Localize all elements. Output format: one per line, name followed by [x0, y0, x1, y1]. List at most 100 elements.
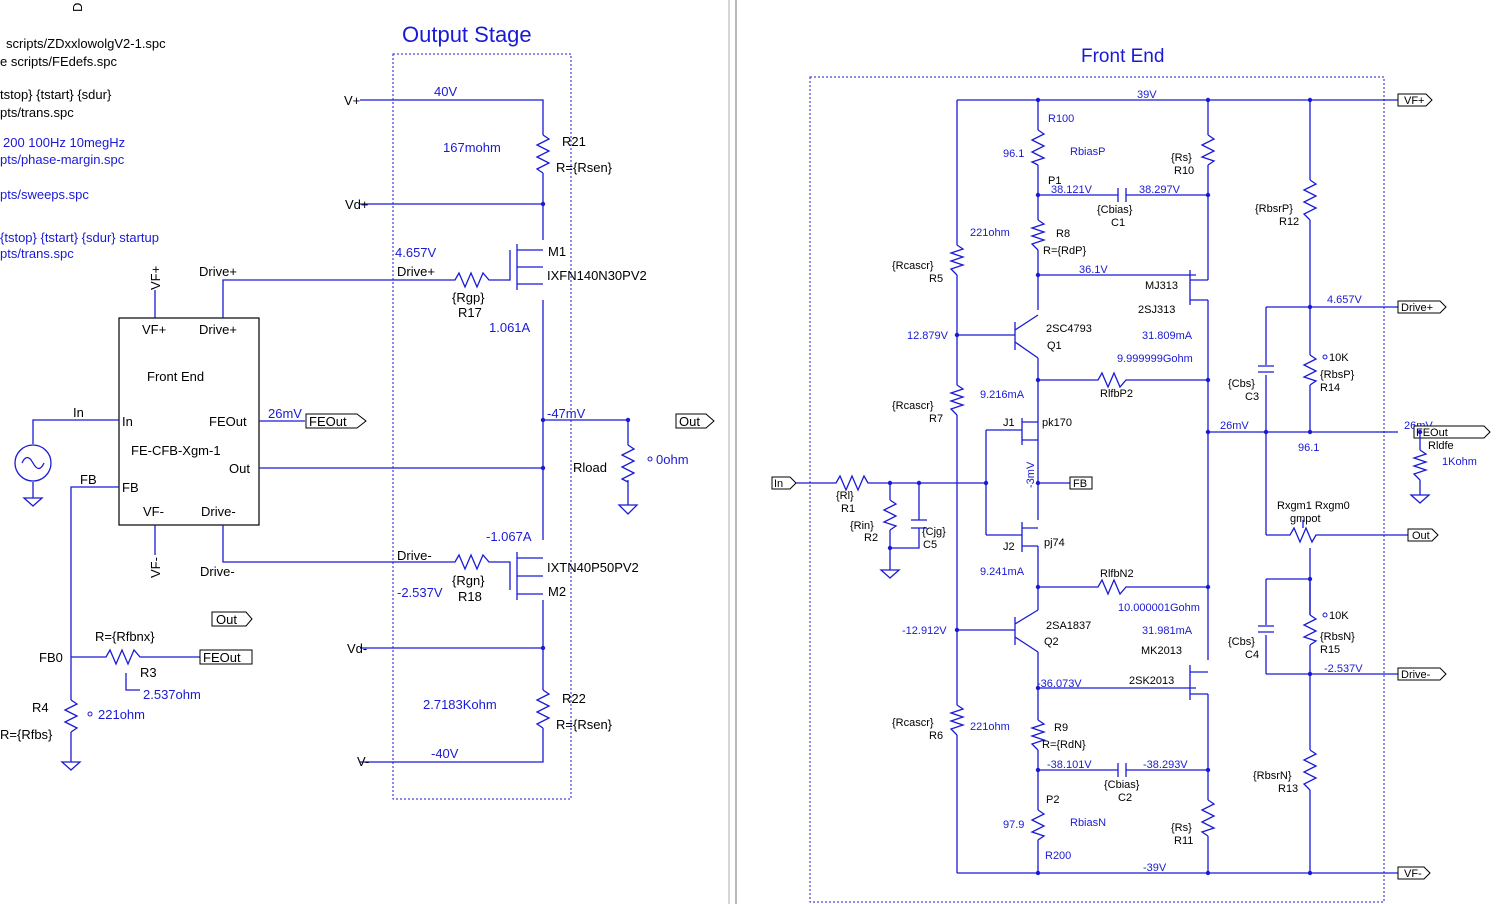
- c5-ref: C5: [923, 539, 937, 551]
- feout-voltage: 26mV: [268, 406, 302, 421]
- in-flag[interactable]: [771, 476, 797, 490]
- signal-source[interactable]: [14, 444, 52, 482]
- i31981-label: 31.981mA: [1142, 625, 1193, 637]
- drivep-flag-label: Drive+: [1401, 302, 1433, 314]
- sk2013-label: 2SK2013: [1129, 675, 1174, 687]
- v36073-label: -36.073V: [1037, 678, 1082, 690]
- cbs3: {Cbs}: [1228, 378, 1255, 390]
- r21-resistance: 167mohm: [443, 140, 501, 155]
- c4: C4: [1245, 649, 1259, 661]
- feout-flag-right-label: FEOut: [1416, 427, 1448, 439]
- gmpot-label: gmpot: [1290, 513, 1321, 525]
- out-flag-left[interactable]: [211, 611, 253, 627]
- r9-ref: R9: [1054, 722, 1068, 734]
- out-flag-right-label: Out: [1412, 530, 1430, 542]
- m1-ref: M1: [548, 244, 566, 259]
- q2-ref: Q2: [1044, 636, 1059, 648]
- rldfe-resistance: 1Kohm: [1442, 456, 1477, 468]
- out-flag-label: Out: [679, 414, 700, 429]
- vp-label: V+: [344, 93, 360, 108]
- r9-resistance: 221ohm: [970, 721, 1010, 733]
- rcascr7: {Rcascr}: [892, 400, 934, 412]
- driven-net-label: Drive-: [200, 564, 235, 579]
- directive-2: e scripts/FEdefs.spc: [0, 54, 118, 69]
- r18-ref: R18: [458, 589, 482, 604]
- j1-ref: J1: [1003, 417, 1015, 429]
- m2-drive-label: Drive-: [397, 548, 432, 563]
- right-pane: Front End 39V VF+ -39V VF- {Rcascr} R5 {…: [771, 46, 1491, 903]
- rlfbn2-label: RlfbN2: [1100, 568, 1134, 580]
- directive-9: pts/trans.spc: [0, 246, 74, 261]
- m2-gate-voltage: -2.537V: [397, 585, 443, 600]
- directive-6: pts/phase-margin.spc: [0, 152, 125, 167]
- p2-value: 97.9: [1003, 819, 1024, 831]
- r1-value: {Rl}: [836, 490, 854, 502]
- vfn-rail-label: VF-: [148, 557, 163, 578]
- vm40-label: -40V: [431, 746, 459, 761]
- vfp-flag-label: VF+: [1404, 95, 1424, 107]
- pin-vfp: VF+: [142, 322, 166, 337]
- r8-value: R={RdP}: [1043, 245, 1086, 257]
- q1-ref: Q1: [1047, 340, 1062, 352]
- r21-value: R={Rsen}: [556, 160, 613, 175]
- v38293-label: -38.293V: [1143, 759, 1188, 771]
- pane-divider[interactable]: [728, 0, 730, 904]
- r3-resistance: 2.537ohm: [143, 687, 201, 702]
- feout-flag[interactable]: [305, 413, 367, 429]
- left-pane: scripts/ZDxxlowolgV2-1.spc e scripts/FEd…: [0, 3, 715, 800]
- m2-ref: M2: [548, 584, 566, 599]
- r14-resistance: 10K: [1329, 352, 1349, 364]
- mk2013-label: MK2013: [1141, 645, 1182, 657]
- r15-resistance: 10K: [1329, 610, 1349, 622]
- out-flag[interactable]: [675, 413, 715, 429]
- pin-fb: FB: [122, 480, 139, 495]
- rs11: {Rs}: [1171, 822, 1192, 834]
- vfn-flag-label: VF-: [1404, 868, 1422, 880]
- r15: R15: [1320, 644, 1340, 656]
- fb-flag[interactable]: [1069, 476, 1093, 490]
- r11: R11: [1174, 835, 1193, 847]
- feout-flag-right[interactable]: [1413, 425, 1491, 439]
- r22-resistance: 2.7183Kohm: [423, 697, 497, 712]
- clipped-directive-mark: D: [70, 3, 85, 12]
- rs10: {Rs}: [1171, 152, 1192, 164]
- directive-8: {tstop} {tstart} {sdur} startup: [0, 230, 159, 245]
- v38101-label: -38.101V: [1047, 759, 1092, 771]
- m2-current: -1.067A: [486, 529, 532, 544]
- directive-5: 200 100Hz 10megHz: [3, 135, 125, 150]
- rcascr5: {Rcascr}: [892, 260, 934, 272]
- front-end-frame: [809, 76, 1385, 903]
- pin-drivep: Drive+: [199, 322, 237, 337]
- r12: R12: [1279, 216, 1299, 228]
- p1-ref: P1: [1048, 175, 1061, 187]
- i9216-label: 9.216mA: [980, 389, 1025, 401]
- r4-ref: R4: [32, 700, 49, 715]
- output-stage-title: Output Stage: [402, 22, 532, 47]
- vfp-flag[interactable]: [1397, 93, 1433, 107]
- r4-resistance: 221ohm: [98, 707, 145, 722]
- fb0-label: FB0: [39, 650, 63, 665]
- r22-ref: R22: [562, 691, 586, 706]
- fb-flag-label: FB: [1073, 478, 1087, 490]
- rload-resistance: 0ohm: [656, 452, 689, 467]
- driven-flag[interactable]: [1397, 667, 1447, 681]
- rbiasn-label: RbiasN: [1070, 817, 1106, 829]
- vn-label: V-: [357, 754, 369, 769]
- front-end-title: Front End: [1081, 46, 1164, 67]
- i9241-label: 9.241mA: [980, 566, 1025, 578]
- v40-label: 40V: [434, 84, 457, 99]
- fb-voltage: -3mV: [1025, 461, 1037, 488]
- vdn-label: Vd-: [347, 641, 367, 656]
- cbias2: {Cbias}: [1104, 779, 1140, 791]
- vfn-flag[interactable]: [1397, 866, 1431, 880]
- in-flag-label: In: [774, 478, 783, 490]
- r10: R10: [1174, 165, 1194, 177]
- r3-feout-flag[interactable]: [199, 649, 253, 665]
- drivep-flag[interactable]: [1397, 300, 1447, 314]
- v26-label: 26mV: [1220, 420, 1249, 432]
- r6: R6: [929, 730, 943, 742]
- out-flag-right[interactable]: [1407, 528, 1439, 542]
- directive-4: pts/trans.spc: [0, 105, 74, 120]
- driven-flag-label: Drive-: [1401, 669, 1431, 681]
